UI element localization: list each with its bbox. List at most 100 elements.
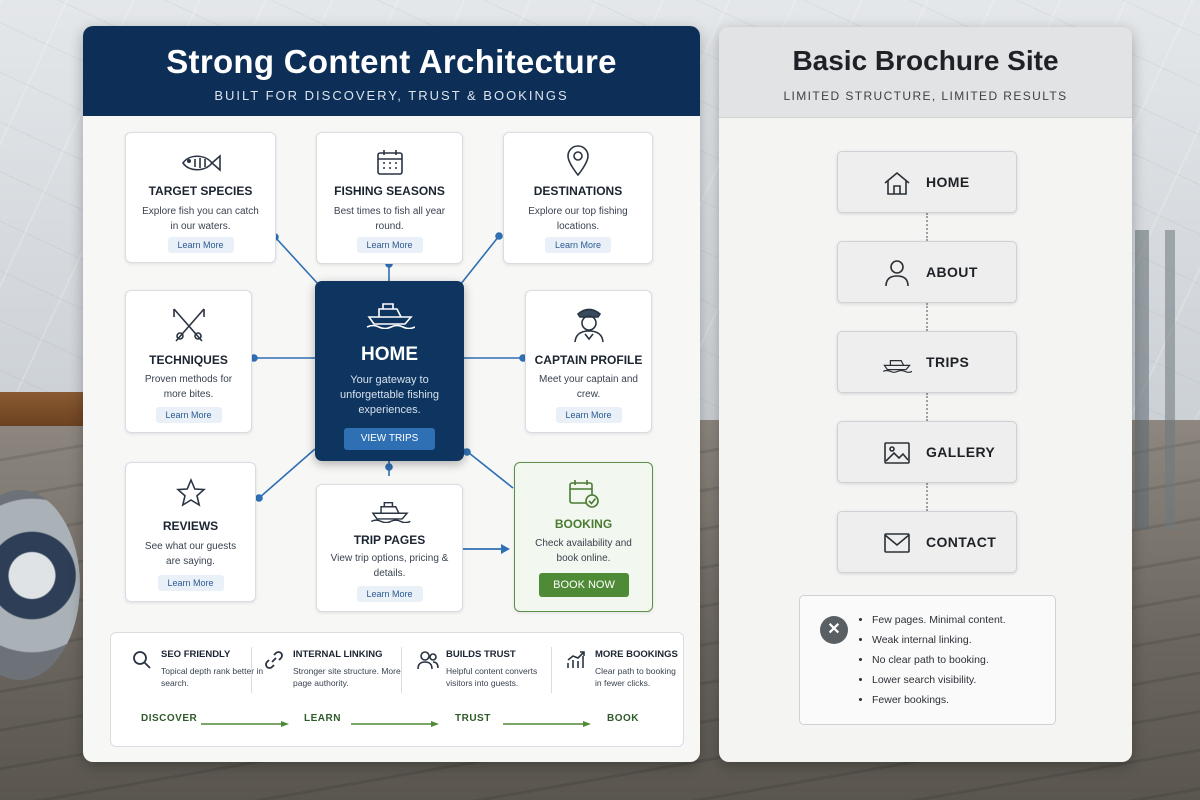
search-icon — [131, 649, 153, 676]
connector-booking — [463, 448, 514, 489]
page-contact[interactable]: CONTACT — [837, 511, 1017, 573]
page-label: GALLERY — [926, 444, 996, 460]
boat-icon — [317, 497, 462, 523]
page-label: HOME — [926, 174, 970, 190]
growth-chart-icon — [565, 649, 587, 676]
card-description: View trip options, pricing & details. — [330, 553, 449, 579]
link-icon — [263, 649, 285, 676]
card-title: TARGET SPECIES — [148, 184, 253, 198]
limitations-list: Few pages. Minimal content. Weak interna… — [858, 610, 1006, 710]
envelope-icon — [882, 528, 912, 558]
card-reviews[interactable]: REVIEWS See what our guests are saying. … — [125, 462, 256, 602]
card-title: BOOKING — [554, 517, 613, 531]
basic-brochure-panel: Basic Brochure Site LIMITED STRUCTURE, L… — [719, 27, 1132, 762]
benefit-seo-friendly: SEO FRIENDLY Topical depth rank better i… — [131, 643, 271, 703]
limitation-item: Weak internal linking. — [872, 630, 1006, 650]
divider — [251, 647, 252, 693]
card-title: FISHING SEASONS — [334, 184, 445, 198]
background-pier — [1135, 230, 1200, 530]
card-captain-profile[interactable]: CAPTAIN PROFILE Meet your captain and cr… — [525, 290, 652, 433]
limitation-item: No clear path to booking. — [872, 650, 1006, 670]
page-label: TRIPS — [926, 354, 970, 370]
dotted-connector — [926, 483, 928, 511]
learn-more-link[interactable]: Learn More — [356, 586, 423, 602]
connector-target-species — [274, 236, 320, 286]
connector-destinations — [459, 235, 500, 286]
benefit-title: SEO FRIENDLY — [161, 649, 231, 660]
book-now-button[interactable]: BOOK NOW — [539, 573, 629, 597]
learn-more-link[interactable]: Learn More — [544, 237, 612, 253]
divider — [551, 647, 552, 693]
benefit-title: INTERNAL LINKING — [293, 649, 383, 660]
learn-more-link[interactable]: Learn More — [155, 407, 222, 423]
learn-more-link[interactable]: Learn More — [356, 237, 423, 253]
right-panel-title: Basic Brochure Site — [792, 45, 1059, 76]
benefit-title: MORE BOOKINGS — [595, 649, 678, 660]
fish-icon — [126, 151, 275, 175]
users-icon — [416, 649, 440, 676]
card-title: REVIEWS — [162, 519, 219, 533]
journey-step-discover: DISCOVER — [141, 713, 198, 724]
left-panel-subtitle: BUILT FOR DISCOVERY, TRUST & BOOKINGS — [214, 88, 569, 103]
learn-more-link[interactable]: Learn More — [555, 407, 622, 423]
page-trips[interactable]: TRIPS — [837, 331, 1017, 393]
benefit-title: BUILDS TRUST — [446, 649, 516, 660]
page-home[interactable]: HOME — [837, 151, 1017, 213]
card-fishing-seasons[interactable]: FISHING SEASONS Best times to fish all y… — [316, 132, 463, 264]
divider — [401, 647, 402, 693]
left-panel-title: Strong Content Architecture — [166, 43, 617, 80]
x-circle-icon: ✕ — [820, 616, 848, 644]
page-gallery[interactable]: GALLERY — [837, 421, 1017, 483]
benefit-description: Helpful content converts visitors into g… — [446, 666, 538, 688]
home-title: HOME — [361, 344, 418, 365]
home-description: Your gateway to unforgettable fishing ex… — [339, 374, 440, 416]
card-techniques[interactable]: TECHNIQUES Proven methods for more bites… — [125, 290, 252, 433]
right-panel-header: Basic Brochure Site LIMITED STRUCTURE, L… — [719, 27, 1132, 118]
card-description: Explore our top fishing locations. — [528, 206, 628, 232]
card-booking[interactable]: BOOKING Check availability and book onli… — [514, 462, 653, 612]
fishing-rods-icon — [126, 305, 251, 345]
star-icon — [126, 477, 255, 509]
image-icon — [882, 438, 912, 468]
connector-reviews — [258, 448, 316, 499]
person-icon — [882, 258, 912, 288]
card-description: Explore fish you can catch in our waters… — [142, 206, 259, 232]
benefit-description: Clear path to booking in fewer clicks. — [595, 666, 676, 688]
journey-step-learn: LEARN — [304, 713, 341, 724]
boat-icon — [882, 348, 912, 378]
card-destinations[interactable]: DESTINATIONS Explore our top fishing loc… — [503, 132, 653, 264]
house-icon — [882, 168, 912, 198]
card-description: Proven methods for more bites. — [144, 374, 233, 400]
boat-icon — [315, 297, 464, 329]
dotted-connector — [926, 213, 928, 241]
card-title: CAPTAIN PROFILE — [534, 353, 643, 367]
benefits-bar: SEO FRIENDLY Topical depth rank better i… — [110, 632, 684, 747]
map-pin-icon — [504, 145, 652, 177]
benefit-more-bookings: MORE BOOKINGS Clear path to booking in f… — [565, 643, 680, 703]
learn-more-link[interactable]: Learn More — [157, 575, 224, 591]
right-panel-subtitle: LIMITED STRUCTURE, LIMITED RESULTS — [783, 89, 1068, 103]
calendar-check-icon — [515, 477, 652, 509]
left-panel-header: Strong Content Architecture BUILT FOR DI… — [83, 26, 700, 116]
view-trips-button[interactable]: VIEW TRIPS — [344, 428, 435, 450]
card-description: Best times to fish all year round. — [333, 206, 446, 232]
journey-step-book: BOOK — [607, 713, 639, 724]
card-description: Check availability and book online. — [535, 538, 632, 564]
page-about[interactable]: ABOUT — [837, 241, 1017, 303]
limitation-item: Few pages. Minimal content. — [872, 610, 1006, 630]
limitations-box: ✕ Few pages. Minimal content. Weak inter… — [799, 595, 1056, 725]
limitation-item: Lower search visibility. — [872, 670, 1006, 690]
dotted-connector — [926, 303, 928, 331]
captain-icon — [526, 303, 651, 343]
card-title: TECHNIQUES — [149, 353, 228, 367]
home-hub-card[interactable]: HOME Your gateway to unforgettable fishi… — [315, 281, 464, 461]
benefit-description: Topical depth rank better in search. — [161, 666, 264, 688]
card-target-species[interactable]: TARGET SPECIES Explore fish you can catc… — [125, 132, 276, 263]
card-trip-pages[interactable]: TRIP PAGES View trip options, pricing & … — [316, 484, 463, 612]
benefit-internal-linking: INTERNAL LINKING Stronger site structure… — [263, 643, 403, 703]
learn-more-link[interactable]: Learn More — [167, 237, 234, 253]
limitation-item: Fewer bookings. — [872, 690, 1006, 710]
card-description: Meet your captain and crew. — [539, 374, 638, 400]
benefit-description: Stronger site structure. More page autho… — [293, 666, 401, 688]
page-label: CONTACT — [926, 534, 997, 550]
